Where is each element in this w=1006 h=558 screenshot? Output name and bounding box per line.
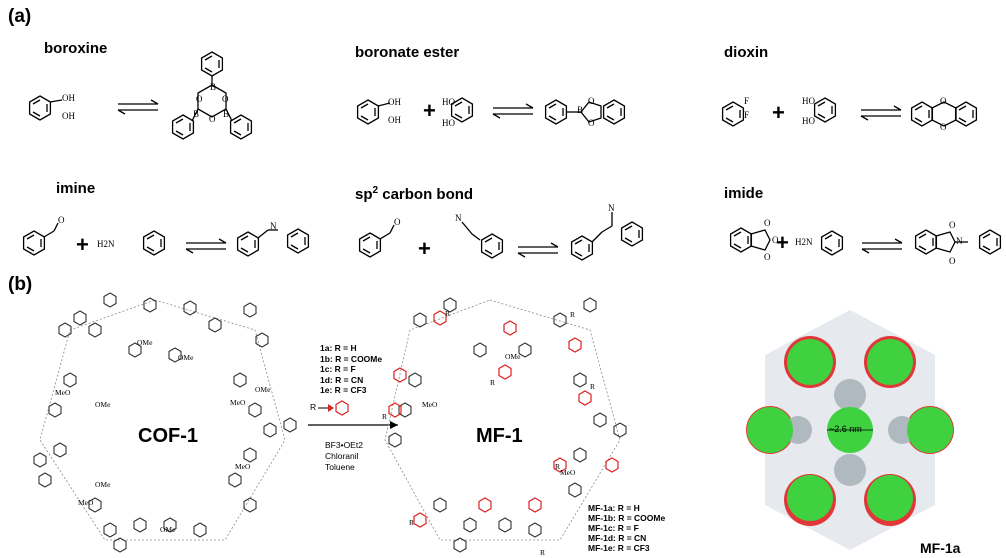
product-list: MF-1a: R = H MF-1b: R = COOMe MF-1c: R =… — [588, 503, 666, 553]
r-label: R — [540, 548, 546, 557]
ome-label: OMe — [137, 338, 153, 347]
anhydride-o-2: O — [772, 235, 779, 245]
sp2-n-reactant: N — [455, 213, 462, 223]
ome-label: OMe — [178, 353, 194, 362]
r-label: R — [570, 310, 576, 319]
r-label: R — [490, 378, 496, 387]
imine-o: O — [58, 215, 65, 225]
ome-label: OMe — [255, 385, 271, 394]
sp2-o: O — [394, 217, 401, 227]
boronate-plus: + — [423, 98, 436, 123]
imine-n: N — [270, 221, 277, 231]
boroxine-o-1: O — [196, 94, 203, 104]
r-label: R — [555, 462, 561, 471]
imine-title: imine — [56, 180, 96, 197]
ester-o-2: O — [588, 118, 595, 128]
imide-o-1: O — [949, 220, 956, 230]
ester-o-1: O — [588, 96, 595, 106]
cof-1-framework — [33, 292, 297, 553]
boroxine-b-right: B — [223, 109, 230, 119]
pore-size-label: ~2.6 nm — [829, 424, 862, 434]
panel-a-label: (a) — [8, 6, 32, 27]
sp2-plus: + — [418, 236, 431, 261]
mf-1-label: MF-1 — [476, 425, 523, 447]
ome-label: MeO — [78, 498, 94, 507]
dioxin-o-1: O — [940, 96, 947, 106]
boroxine-oh-1: OH — [62, 93, 75, 103]
ome-label: OMe — [160, 525, 176, 534]
boronate-ester-title: boronate ester — [355, 44, 460, 61]
r-label: R — [409, 518, 415, 527]
dioxin-ho-2: HO — [802, 116, 815, 126]
catechol-ho-2: HO — [442, 118, 455, 128]
ome-label: MeO — [55, 388, 71, 397]
ome-label: MeO — [422, 400, 438, 409]
catechol-ho-1: HO — [442, 97, 455, 107]
mf-1a-space-filling-model — [746, 310, 954, 550]
anhydride-o-3: O — [764, 252, 771, 262]
mf-1a-model-label: MF-1a — [920, 540, 961, 556]
dioxin-plus: + — [772, 100, 785, 125]
ome-label: MeO — [235, 462, 251, 471]
imine-plus: + — [76, 232, 89, 257]
ome-label: OMe — [505, 352, 521, 361]
reagent-r: R — [310, 402, 317, 412]
panel-b-label: (b) — [8, 274, 33, 295]
dioxin-title: dioxin — [724, 44, 769, 61]
boroxine-ring — [197, 84, 227, 118]
sp2-n-product: N — [608, 203, 615, 213]
imide-plus: + — [776, 230, 789, 255]
reaction-conditions: BF3•OEt2 Chloranil Toluene — [325, 440, 363, 472]
anhydride-o-1: O — [764, 218, 771, 228]
r-label: R — [445, 309, 451, 318]
imide-title: imide — [724, 185, 764, 202]
dioxin-o-2: O — [940, 122, 947, 132]
r-label: R — [590, 382, 596, 391]
dioxin-ho-1: HO — [802, 96, 815, 106]
sp2-carbon-bond-title: sp2 carbon bond — [355, 185, 474, 203]
cof-1-label: COF-1 — [138, 425, 198, 447]
imide-n: N — [956, 236, 963, 246]
imide-h2n: H2N — [795, 237, 813, 247]
boronic-oh-2: OH — [388, 115, 401, 125]
r-label: R — [382, 412, 388, 421]
substituent-list: 1a: R = H 1b: R = COOMe 1c: R = F 1d: R … — [320, 343, 383, 395]
boroxine-o-3: O — [209, 114, 216, 124]
ome-label: MeO — [230, 398, 246, 407]
dioxin-f-1: F — [744, 96, 750, 106]
boroxine-b-top: B — [210, 82, 217, 92]
boroxine-b-left: B — [193, 109, 200, 119]
boroxine-title: boroxine — [44, 40, 108, 57]
boroxine-oh-2: OH — [62, 111, 75, 121]
ome-label: OMe — [95, 480, 111, 489]
ester-b: B — [577, 105, 584, 115]
imide-o-2: O — [949, 256, 956, 266]
boronic-oh-1: OH — [388, 97, 401, 107]
boroxine-o-2: O — [222, 94, 229, 104]
imine-h2n: H2N — [97, 239, 115, 249]
ome-label: OMe — [95, 400, 111, 409]
dioxin-f-2: F — [744, 110, 750, 120]
ome-label: MeO — [560, 468, 576, 477]
